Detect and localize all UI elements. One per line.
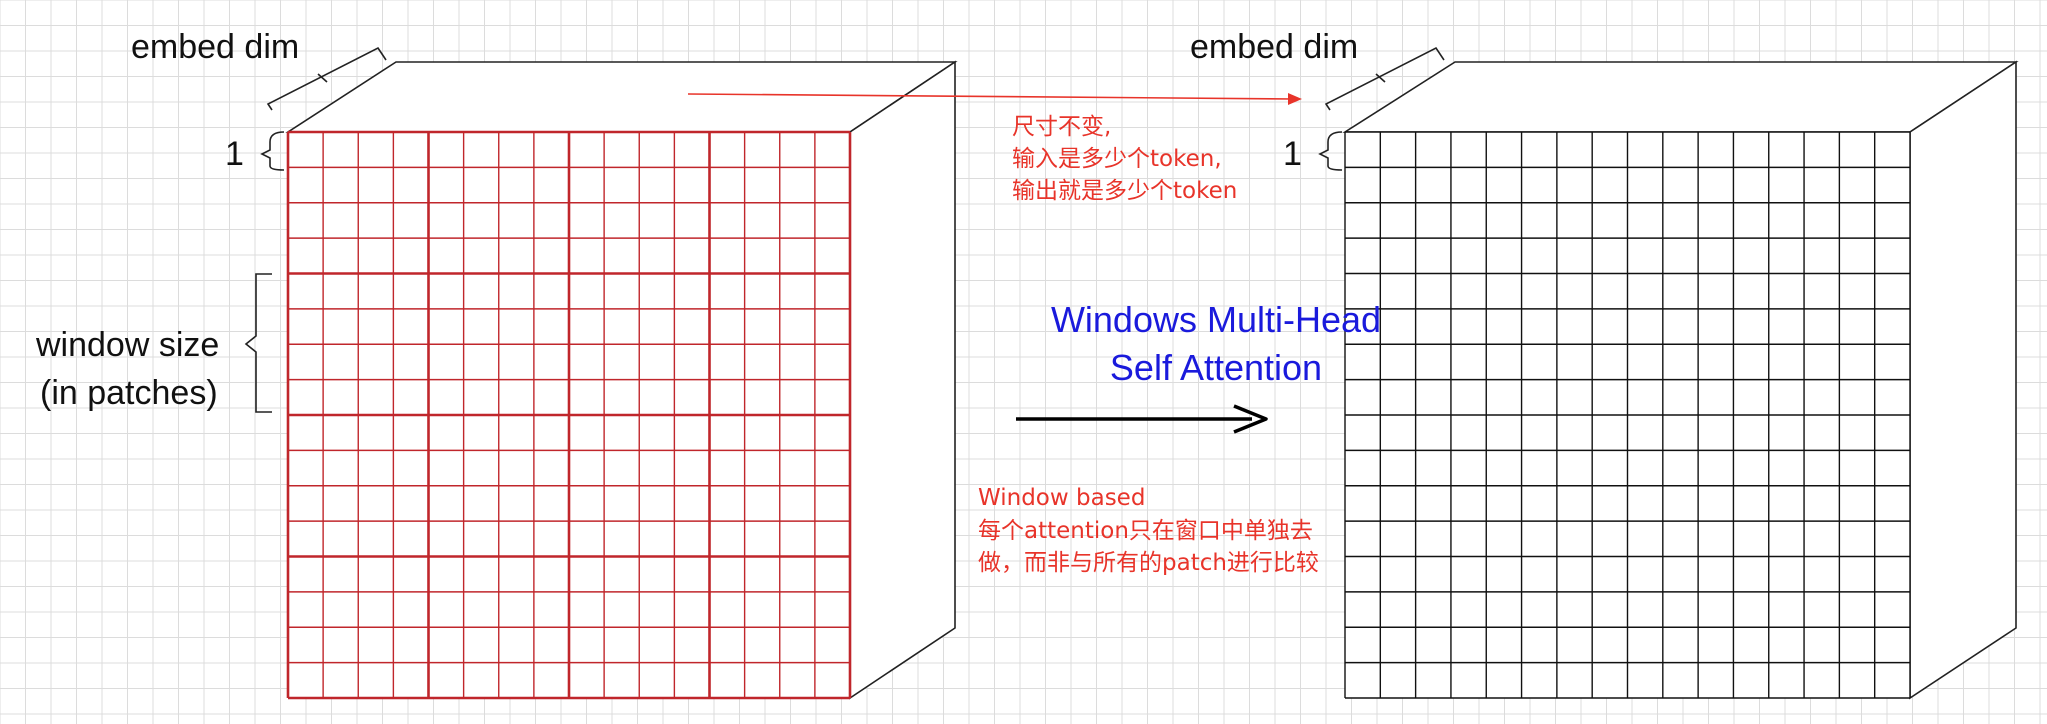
output-embed-dim-label: embed dim bbox=[1190, 28, 1358, 66]
input-patch-grid bbox=[286, 130, 852, 700]
input-embed-dim-bracket bbox=[266, 46, 387, 111]
note-output-tokens: 输出就是多少个token bbox=[1012, 178, 1237, 204]
input-block-top-face bbox=[285, 61, 958, 133]
input-embed-dim-label: embed dim bbox=[131, 28, 299, 66]
note-input-tokens: 输入是多少个token, bbox=[1012, 146, 1222, 172]
operation-title-line2: Self Attention bbox=[1110, 347, 1322, 388]
operation-title-line1: Windows Multi-Head bbox=[1051, 299, 1381, 340]
note-window-based: Window based bbox=[978, 485, 1145, 511]
input-depth-brace bbox=[260, 131, 285, 171]
output-feature-map-block bbox=[1342, 60, 2019, 700]
input-feature-map-block bbox=[285, 60, 958, 700]
size-unchanged-arrow-line bbox=[687, 93, 1295, 100]
output-depth-brace bbox=[1318, 131, 1343, 171]
input-embed-dim-bracket-tick bbox=[317, 73, 328, 83]
output-block-side-face bbox=[1909, 60, 2017, 700]
output-embed-dim-bracket-tick bbox=[1375, 73, 1386, 83]
note-size-unchanged: 尺寸不变, bbox=[1012, 114, 1111, 140]
note-window-attention: 每个attention只在窗口中单独去 bbox=[978, 518, 1313, 544]
window-size-brace bbox=[244, 273, 272, 413]
note-not-all-patches: 做，而非与所有的patch进行比较 bbox=[978, 550, 1319, 576]
output-block-top-face bbox=[1342, 61, 2019, 133]
output-depth-label: 1 bbox=[1283, 135, 1302, 173]
right-arrow-icon bbox=[1016, 404, 1268, 434]
window-size-label: window size bbox=[35, 326, 219, 364]
input-depth-label: 1 bbox=[225, 135, 244, 173]
size-unchanged-arrow-head-icon bbox=[1288, 93, 1302, 105]
window-size-unit-label: (in patches) bbox=[40, 374, 218, 412]
output-embed-dim-bracket bbox=[1324, 46, 1445, 111]
input-block-side-face bbox=[849, 60, 956, 700]
output-patch-grid bbox=[1344, 131, 1911, 699]
